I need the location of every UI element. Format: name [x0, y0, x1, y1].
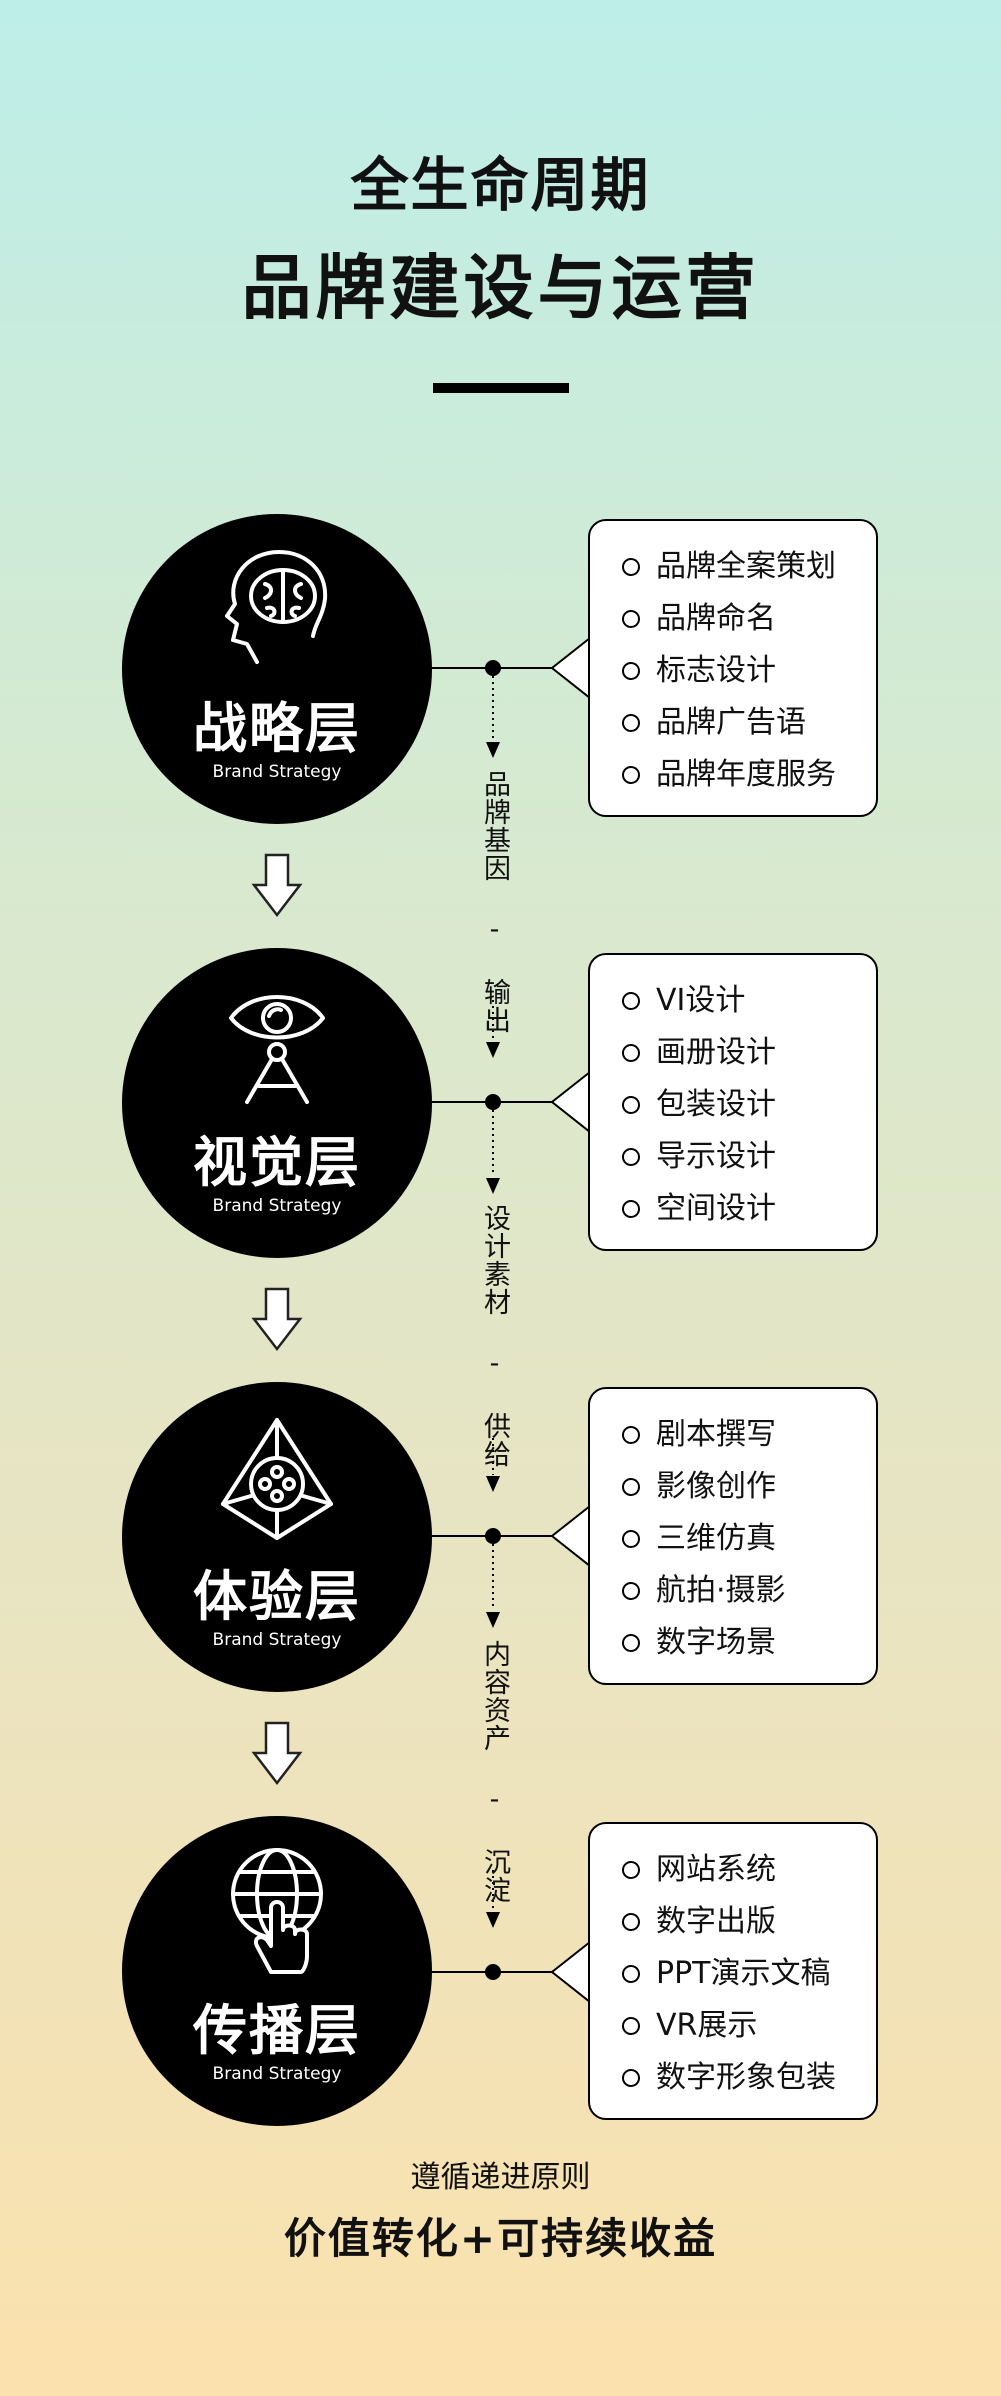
circle-bullet-icon: [622, 1913, 640, 1931]
circle-bullet-icon: [622, 1530, 640, 1548]
circle-bullet-icon: [622, 610, 640, 628]
footer-principle: 遵循递进原则: [410, 2160, 591, 2195]
page-title: 品牌建设与运营: [241, 247, 760, 329]
circle-bullet-icon: [622, 1478, 640, 1496]
layer-strategy-circle: 战略层 Brand Strategy: [122, 514, 432, 824]
layer-en-label: Brand Strategy: [212, 1196, 342, 1216]
circle-bullet-icon: [622, 2017, 640, 2035]
title-divider: [433, 383, 569, 393]
circle-bullet-icon: [622, 662, 640, 680]
list-item: 品牌全案策划: [622, 541, 836, 593]
connector-label-2: 设计素材 - 供给: [479, 1204, 510, 1468]
layer-experience-circle: 体验层 Brand Strategy: [122, 1382, 432, 1692]
list-item: 三维仿真: [622, 1513, 786, 1565]
list-item: 数字形象包装: [622, 2052, 836, 2104]
list-item: PPT演示文稿: [622, 1948, 836, 2000]
list-item: 影像创作: [622, 1461, 786, 1513]
layer-communication-circle: 传播层 Brand Strategy: [122, 1816, 432, 2126]
list-item: 品牌年度服务: [622, 749, 836, 801]
list-item: 航拍·摄影: [622, 1565, 786, 1617]
list-item: 空间设计: [622, 1183, 776, 1235]
page-subtitle: 全生命周期: [350, 151, 651, 219]
layer-strategy-services: 品牌全案策划 品牌命名 标志设计 品牌广告语 品牌年度服务: [588, 519, 878, 817]
circle-bullet-icon: [622, 766, 640, 784]
circle-bullet-icon: [622, 1200, 640, 1218]
list-item: 导示设计: [622, 1131, 776, 1183]
list-item: 包装设计: [622, 1079, 776, 1131]
circle-bullet-icon: [622, 1861, 640, 1879]
footer-value: 价值转化+可持续收益: [283, 2214, 718, 2263]
circle-bullet-icon: [622, 1148, 640, 1166]
circle-bullet-icon: [622, 1582, 640, 1600]
list-item: 品牌广告语: [622, 697, 836, 749]
layer-en-label: Brand Strategy: [212, 1630, 342, 1650]
connector-label-3: 内容资产 - 沉淀: [479, 1640, 510, 1904]
layer-communication-services: 网站系统 数字出版 PPT演示文稿 VR展示 数字形象包装: [588, 1822, 878, 2120]
list-item: VR展示: [622, 2000, 836, 2052]
list-item: 标志设计: [622, 645, 836, 697]
list-item: 画册设计: [622, 1027, 776, 1079]
layer-name: 视觉层: [193, 1131, 361, 1194]
layer-experience-services: 剧本撰写 影像创作 三维仿真 航拍·摄影 数字场景: [588, 1387, 878, 1685]
circle-bullet-icon: [622, 2069, 640, 2087]
circle-bullet-icon: [622, 992, 640, 1010]
layer-en-label: Brand Strategy: [212, 762, 342, 782]
list-item: VI设计: [622, 975, 776, 1027]
list-item: 剧本撰写: [622, 1409, 786, 1461]
pyramid-film-icon: [221, 1418, 333, 1540]
layer-name: 战略层: [193, 697, 361, 760]
layer-visual-circle: 视觉层 Brand Strategy: [122, 948, 432, 1258]
layer-name: 体验层: [193, 1565, 361, 1628]
eye-compass-icon: [229, 995, 325, 1104]
globe-touch-icon: [231, 1848, 323, 1974]
circle-bullet-icon: [622, 1096, 640, 1114]
connector-label-1: 品牌基因 - 输出: [479, 770, 510, 1034]
circle-bullet-icon: [622, 1044, 640, 1062]
layer-visual-services: VI设计 画册设计 包装设计 导示设计 空间设计: [588, 953, 878, 1251]
list-item: 品牌命名: [622, 593, 836, 645]
layer-en-label: Brand Strategy: [212, 2064, 342, 2084]
list-item: 数字场景: [622, 1617, 786, 1669]
circle-bullet-icon: [622, 1634, 640, 1652]
list-item: 数字出版: [622, 1896, 836, 1948]
circle-bullet-icon: [622, 558, 640, 576]
circle-bullet-icon: [622, 714, 640, 732]
circle-bullet-icon: [622, 1965, 640, 1983]
circle-bullet-icon: [622, 1426, 640, 1444]
layer-name: 传播层: [193, 1999, 361, 2062]
brain-head-icon: [225, 550, 328, 664]
list-item: 网站系统: [622, 1844, 836, 1896]
